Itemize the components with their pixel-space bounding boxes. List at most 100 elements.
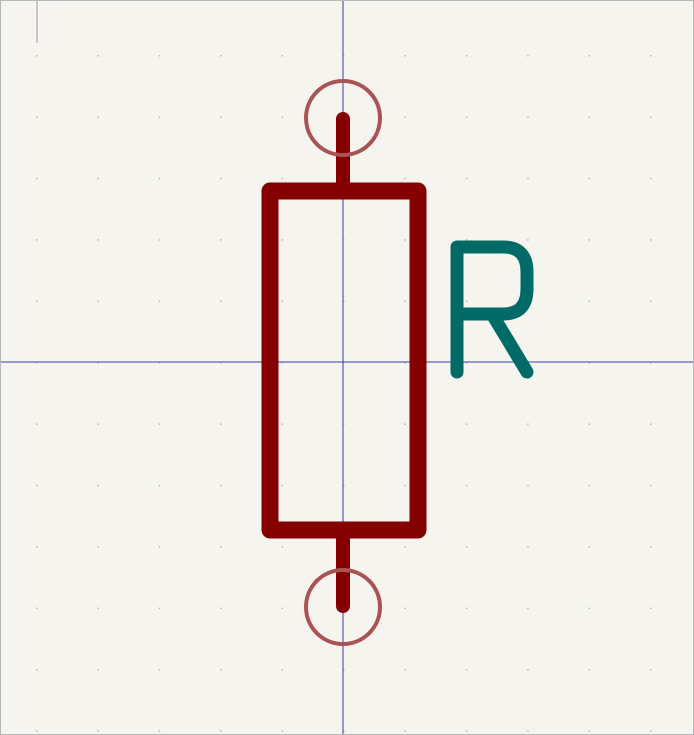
grid-dot — [527, 239, 529, 241]
grid-dot — [465, 177, 468, 180]
grid-dot — [220, 423, 222, 425]
grid-dot — [404, 116, 406, 118]
reference-text: R — [491, 390, 492, 392]
grid-dot — [343, 362, 345, 364]
grid-dot — [281, 669, 284, 671]
grid-dot — [404, 669, 406, 671]
grid-dot — [97, 669, 99, 671]
grid-dot — [158, 423, 161, 425]
grid-dot — [650, 362, 652, 364]
grid-dot — [650, 239, 652, 241]
grid-dot — [97, 239, 99, 241]
grid-dot — [220, 116, 222, 118]
grid-dot — [343, 669, 345, 671]
grid-dot — [281, 177, 284, 180]
grid-dot — [650, 300, 652, 303]
grid-dot — [527, 55, 529, 57]
grid-dot — [158, 55, 161, 57]
grid-dot — [158, 300, 161, 303]
grid-dot — [527, 177, 529, 180]
grid-dot — [281, 55, 284, 57]
grid-dot — [465, 423, 468, 425]
grid-dot — [650, 669, 652, 671]
grid-dot — [220, 177, 222, 180]
pin-2-bottom[interactable] — [304, 531, 382, 646]
grid-dot — [158, 239, 161, 241]
grid-dot — [220, 607, 222, 610]
grid-dot — [220, 484, 222, 487]
grid-dot — [404, 730, 406, 732]
grid-dot — [97, 484, 99, 487]
grid-dot — [97, 177, 99, 180]
grid-dot — [343, 730, 345, 732]
grid-dot — [588, 546, 591, 548]
grid-dot — [588, 423, 591, 425]
grid-dot — [343, 300, 345, 303]
grid-dot — [404, 423, 406, 425]
grid-dot — [527, 546, 529, 548]
grid-dot — [36, 730, 38, 732]
grid-dot — [281, 300, 284, 303]
grid-dot — [465, 607, 468, 610]
grid-dot — [650, 116, 652, 118]
grid-dot — [158, 362, 161, 364]
grid-dot — [36, 362, 38, 364]
pin-2-connection-circle-icon — [304, 568, 382, 646]
grid-dot — [36, 239, 38, 241]
grid-dot — [97, 300, 99, 303]
grid-dot — [465, 730, 468, 732]
grid-dot — [97, 607, 99, 610]
grid-dot — [220, 239, 222, 241]
resistor-body-icon[interactable] — [261, 182, 427, 539]
grid-dot — [97, 116, 99, 118]
grid-dot — [220, 300, 222, 303]
grid-dot — [404, 362, 406, 364]
grid-dot — [158, 116, 161, 118]
reference-designator[interactable]: R — [450, 240, 534, 392]
grid-dot — [527, 607, 529, 610]
grid-dot — [343, 423, 345, 425]
grid-dot — [465, 484, 468, 487]
grid-dot — [281, 116, 284, 118]
grid-dot — [588, 362, 591, 364]
grid-dot — [465, 546, 468, 548]
pin-1-top[interactable] — [304, 79, 382, 190]
grid-dot — [220, 669, 222, 671]
reference-glyph-icon — [450, 240, 534, 379]
grid-dot — [650, 177, 652, 180]
grid-dot — [36, 116, 38, 118]
grid-dot — [158, 607, 161, 610]
grid-dot — [97, 546, 99, 548]
grid-dot — [404, 239, 406, 241]
grid-dot — [650, 484, 652, 487]
grid-dot — [158, 730, 161, 732]
grid-dot — [97, 423, 99, 425]
grid-dot — [588, 177, 591, 180]
grid-dot — [158, 484, 161, 487]
grid-dot — [404, 177, 406, 180]
grid-dot — [527, 669, 529, 671]
grid-dot — [465, 55, 468, 57]
grid-dot — [158, 177, 161, 180]
grid-dot — [36, 669, 38, 671]
grid-dot — [404, 546, 406, 548]
grid-dot — [36, 300, 38, 303]
grid-dot — [220, 730, 222, 732]
grid-dot — [36, 55, 38, 57]
grid-dot — [588, 730, 591, 732]
grid-dot — [588, 55, 591, 57]
grid-dot — [465, 362, 468, 364]
grid-dot — [97, 362, 99, 364]
grid-dot — [588, 300, 591, 303]
grid-dot — [465, 239, 468, 241]
grid-dot — [527, 484, 529, 487]
grid-dot — [650, 55, 652, 57]
grid-dot — [36, 546, 38, 548]
grid-dot — [281, 484, 284, 487]
grid-dot — [343, 484, 345, 487]
grid-dot — [97, 55, 99, 57]
grid-dot — [281, 362, 284, 364]
pin-1-connection-circle-icon — [304, 79, 382, 157]
